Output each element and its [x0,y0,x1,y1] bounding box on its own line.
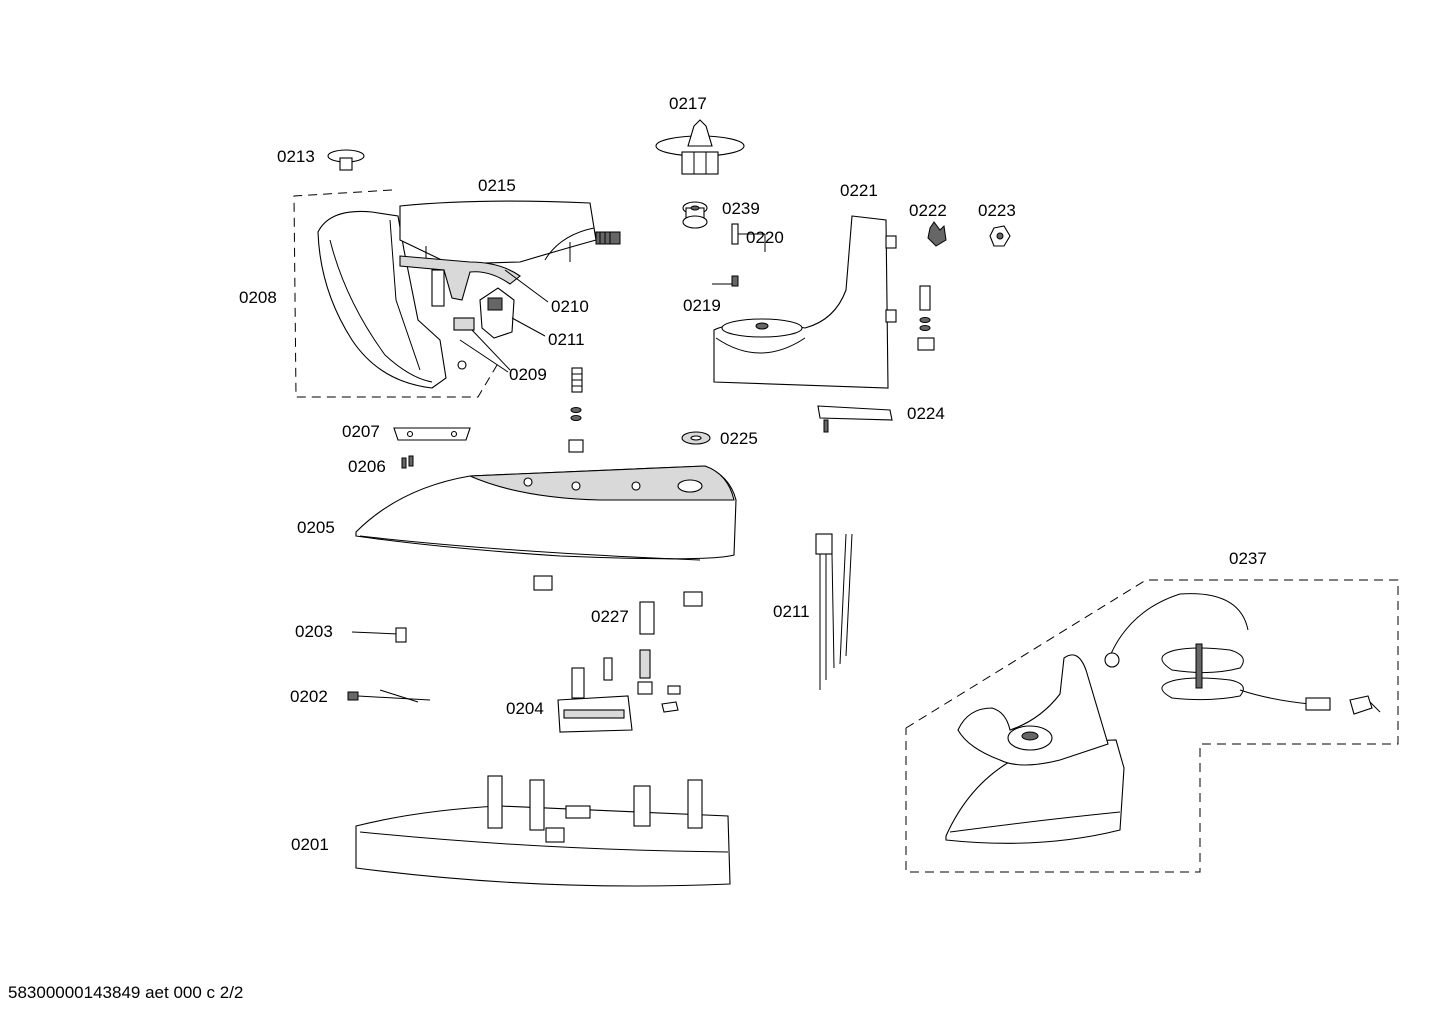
label-0209: 0209 [509,365,547,384]
part-0239-spool [682,201,708,229]
label-0208: 0208 [239,288,277,307]
label-0213: 0213 [277,147,315,166]
part-0220-0219-pin-spring [712,223,766,287]
part-0211-wire-harness [815,533,853,690]
part-0215-handle-top [399,200,621,265]
part-0222-washer [927,221,947,247]
label-0219: 0219 [683,296,721,315]
label-0220: 0220 [746,228,784,247]
label-0201: 0201 [291,835,329,854]
label-0211-upper: 0211 [548,330,585,349]
part-0227-sleeve [639,601,655,679]
part-0208-handle-shell [317,210,467,389]
part-0223-nut [989,225,1011,247]
part-0237-assembled-iron [905,579,1399,873]
handle-assembly-boundary [293,189,501,398]
part-0204-thermostat [557,657,681,733]
part-0221-rear-housing [713,215,897,389]
part-0224-bracket [817,405,893,433]
right-screw-stack [917,285,935,351]
label-0223: 0223 [978,201,1016,220]
document-reference: 58300000143849 aet 000 c 2/2 [8,983,244,1002]
label-0207: 0207 [342,422,380,441]
label-0221: 0221 [840,181,878,200]
part-0202-fuse [347,689,431,703]
part-0206-screws [401,455,414,469]
part-0211-switch [479,287,546,339]
label-0202: 0202 [290,687,328,706]
leader-lines [459,339,509,373]
label-0227: 0227 [591,607,629,626]
part-0201-soleplate [355,775,731,887]
label-0215: 0215 [478,176,516,195]
label-0225: 0225 [720,429,758,448]
label-0224: 0224 [907,404,945,423]
part-0203-sensor [351,627,407,643]
label-0205: 0205 [297,518,335,537]
center-screw-stack [568,367,584,453]
rubber-feet [533,575,703,607]
part-0217-knob [655,119,745,175]
label-0206: 0206 [348,457,386,476]
part-0225-gear-washer [681,431,711,445]
label-0204: 0204 [506,699,544,718]
label-0217: 0217 [669,94,707,113]
part-0213-cap [327,149,365,171]
label-0237: 0237 [1229,549,1267,568]
part-0205-cover [355,465,737,561]
part-0209-clip [453,317,511,371]
label-0222: 0222 [909,201,947,220]
label-0211-lower: 0211 [773,602,810,621]
label-0239: 0239 [722,199,760,218]
part-0207-plate [393,427,471,441]
label-0203: 0203 [295,622,333,641]
part-0210-lever [399,255,549,307]
label-0210: 0210 [551,297,589,316]
